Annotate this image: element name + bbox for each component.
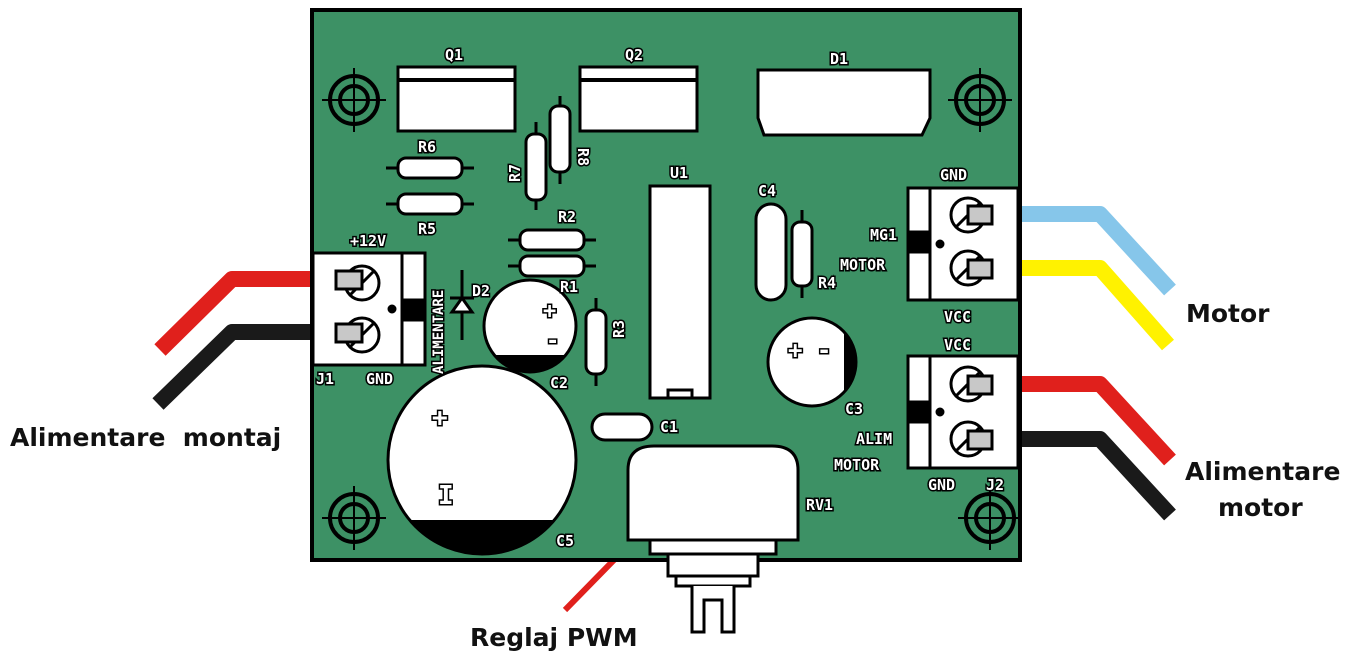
resistor-r7 [524,122,548,210]
wire-red-j2 [990,376,1176,466]
wire-red-j1 [154,271,338,356]
label-r2: R2 [558,208,576,226]
wire-blue-motor [990,206,1176,296]
label-mg1: MG1 [870,226,897,244]
label-alim: ALIM [856,430,892,448]
label-r5: R5 [418,220,436,238]
diode-d1 [756,68,932,137]
mounting-hole-icon [948,68,1012,132]
label-d2: D2 [472,282,490,300]
label-r4: R4 [818,274,836,292]
label-c3: C3 [845,400,863,418]
wire-yellow-motor [990,260,1174,351]
label-rv1: RV1 [806,496,833,514]
label-r8: R8 [574,148,592,166]
capacitor-c1 [590,412,654,442]
resistor-r8 [548,96,572,184]
capacitor-c3 [766,316,858,408]
label-r1: R1 [560,278,578,296]
label-gnd-j2: GND [928,476,955,494]
label-d1: D1 [830,50,848,68]
callout-reglaj-pwm: Reglaj PWM [470,623,638,652]
wire-black-j1 [152,324,338,410]
terminal-block-j2 [906,354,1020,470]
capacitor-c5 [386,364,578,556]
callout-alimentare-montaj: Alimentare montaj [10,423,281,452]
mounting-hole-icon [322,68,386,132]
wire-black-j2 [990,431,1176,521]
mounting-hole-icon [322,486,386,550]
label-u1: U1 [670,164,688,182]
terminal-block-mg1 [906,186,1020,302]
ic-u1 [648,184,712,400]
wires [152,206,1176,613]
callout-alimentare-motor-1: Alimentare [1185,457,1340,486]
label-alimentare: ALIMENTARE [431,290,447,374]
label-c2-plus: + [543,299,556,324]
label-c4: C4 [758,182,776,200]
transistor-q1 [396,65,517,133]
callout-labels: Alimentare montaj Motor Alimentare motor… [10,299,1340,652]
label-motor-j2: MOTOR [834,456,880,474]
label-c5: C5 [556,532,574,550]
label-c2: C2 [550,374,568,392]
label-c3-polarity: + - [788,336,831,364]
capacitor-c4 [754,202,788,302]
label-vcc-mg1: VCC [944,308,971,326]
label-vcc-j2: VCC [944,336,971,354]
label-c5-plus: + [432,403,448,433]
label-j2: J2 [986,476,1004,494]
label-q2: Q2 [625,46,643,64]
resistor-r6 [386,156,474,180]
mounting-hole-icon [958,486,1022,550]
callout-motor: Motor [1186,299,1270,328]
capacitor-c2 [482,278,578,374]
label-motor-mg1: MOTOR [840,256,886,274]
label-c1: C1 [660,418,678,436]
label-r7: R7 [506,164,524,182]
resistor-r4 [790,210,814,298]
label-c2-minus: - [546,329,559,354]
label-r3: R3 [610,320,628,338]
label-c5-minus: I [438,481,454,511]
resistor-r5 [386,192,474,216]
label-r6: R6 [418,138,436,156]
resistor-r1 [508,254,596,278]
terminal-block-j1 [311,251,427,367]
diode-d2 [449,270,475,340]
potentiometer-rv1 [626,444,800,634]
mounting-holes [322,68,1022,550]
callout-alimentare-motor-2: motor [1218,493,1303,522]
label-gnd-top: GND [940,166,967,184]
label-j1: J1 [316,370,334,388]
transistor-q2 [578,65,699,133]
silkscreen-labels: Q1 Q2 D1 R6 R5 R7 R8 U1 C4 R2 R1 R4 D2 R… [315,45,1006,552]
label-gnd-j1: GND [366,370,393,388]
resistor-r2 [508,228,596,252]
label-q1: Q1 [445,46,463,64]
label-plus12v: +12V [350,232,386,250]
resistor-r3 [584,298,608,386]
